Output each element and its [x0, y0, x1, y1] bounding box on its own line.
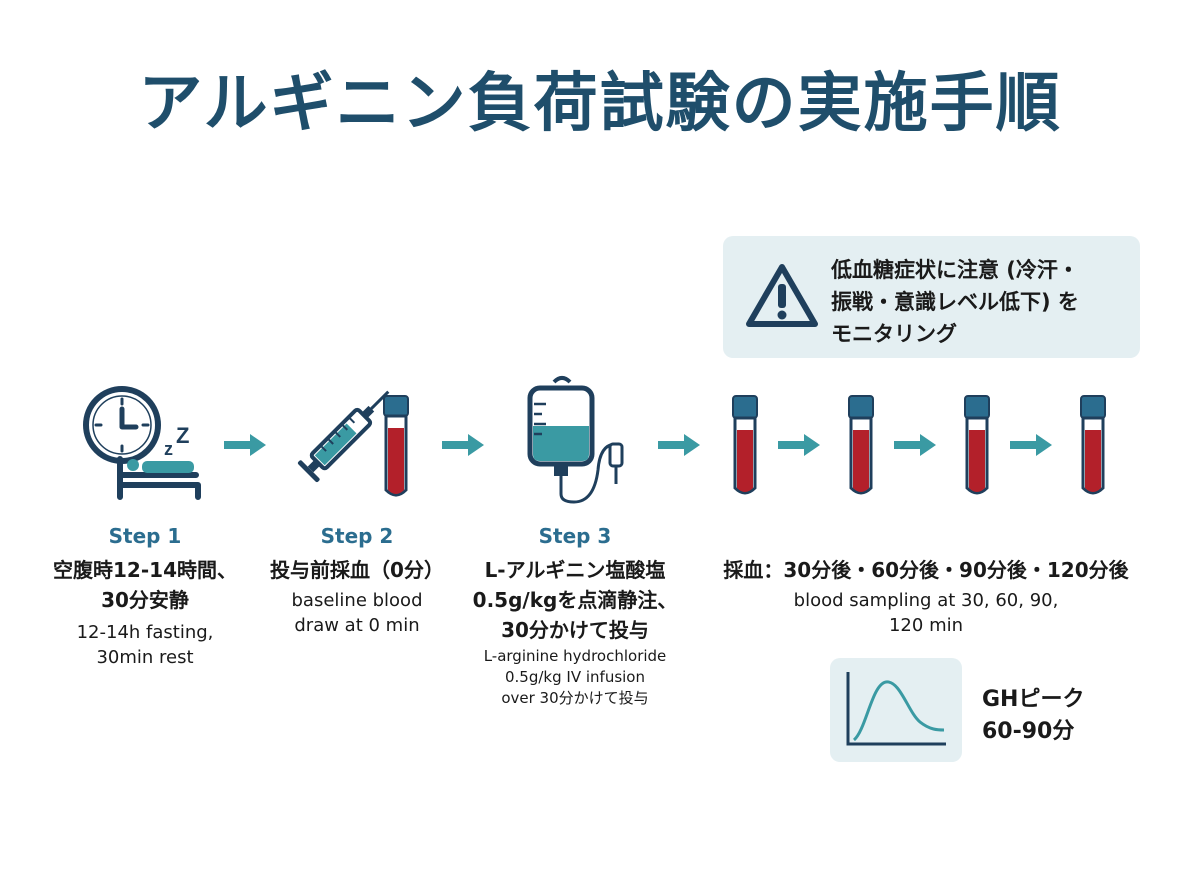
- gh-peak-line-2: 60-90分: [982, 719, 1075, 744]
- gh-peak-box: [830, 658, 962, 762]
- page-title: アルギニン負荷試験の実施手順: [138, 67, 1062, 141]
- arrow-right-icon: [1010, 434, 1052, 456]
- warning-line-1: 低血糖症状に注意 (冷汗・: [831, 258, 1079, 282]
- step-3-en-line-1: L-arginine hydrochloride: [483, 647, 667, 665]
- blood-tube-icon: [1080, 395, 1106, 495]
- step-3-en-line-2: 0.5g/kg IV infusion: [505, 668, 645, 686]
- gh-peak-line-1: GHピーク: [982, 687, 1085, 712]
- step-2-en-line-2: draw at 0 min: [294, 615, 420, 636]
- sampling-en-line-1: blood sampling at 30, 60, 90,: [793, 590, 1059, 611]
- warning-line-2: 振戦・意識レベル低下) を: [831, 290, 1079, 314]
- step-1-jp-line-2: 30分安静: [101, 588, 189, 612]
- warning-triangle-icon: [746, 264, 818, 327]
- step-1-title: Step 1: [108, 524, 182, 548]
- svg-text:z: z: [164, 439, 173, 459]
- svg-text:Z: Z: [176, 423, 189, 448]
- iv-bag-icon: [527, 376, 624, 504]
- step-3-title: Step 3: [538, 524, 612, 548]
- sampling-en-line-2: 120 min: [888, 615, 964, 636]
- step-3-jp-line-2: 0.5g/kgを点滴静注、: [472, 588, 678, 612]
- sampling-jp: 採血：30分後・60分後・90分後・120分後: [723, 558, 1129, 582]
- step-2-en-line-1: baseline blood: [291, 590, 423, 611]
- step-1-jp-line-1: 空腹時12-14時間、: [53, 558, 237, 582]
- step-2-title: Step 2: [320, 524, 394, 548]
- gh-peak-text: GHピーク 60-90分: [982, 684, 1084, 748]
- warning-box: 低血糖症状に注意 (冷汗・ 振戦・意識レベル低下) を モニタリング: [723, 236, 1140, 358]
- arrow-right-icon: [894, 434, 936, 456]
- step-1-en-line-1: 12-14h fasting,: [76, 622, 214, 643]
- arrow-right-icon: [224, 434, 266, 456]
- blood-tube-icon: [964, 395, 990, 495]
- step-2-jp-line-1: 投与前採血（0分）: [270, 558, 444, 582]
- step-1-en-line-2: 30min rest: [96, 647, 194, 668]
- blood-tube-icon: [732, 395, 758, 495]
- warning-line-3: モニタリング: [831, 322, 957, 346]
- step-3-en-line-3: over 30分かけて投与: [501, 689, 649, 707]
- arrow-right-icon: [778, 434, 820, 456]
- warning-text: 低血糖症状に注意 (冷汗・ 振戦・意識レベル低下) を モニタリング: [831, 254, 1131, 350]
- step-3-jp-line-1: L-アルギニン塩酸塩: [484, 558, 666, 582]
- arrow-right-icon: [442, 434, 484, 456]
- step-3-jp-line-3: 30分かけて投与: [501, 618, 649, 642]
- peak-curve-icon: [846, 672, 946, 746]
- syringe-tube-icon: [297, 390, 409, 497]
- blood-tube-icon: [848, 395, 874, 495]
- clock-bed-icon: z Z: [83, 386, 201, 500]
- arrow-right-icon: [658, 434, 700, 456]
